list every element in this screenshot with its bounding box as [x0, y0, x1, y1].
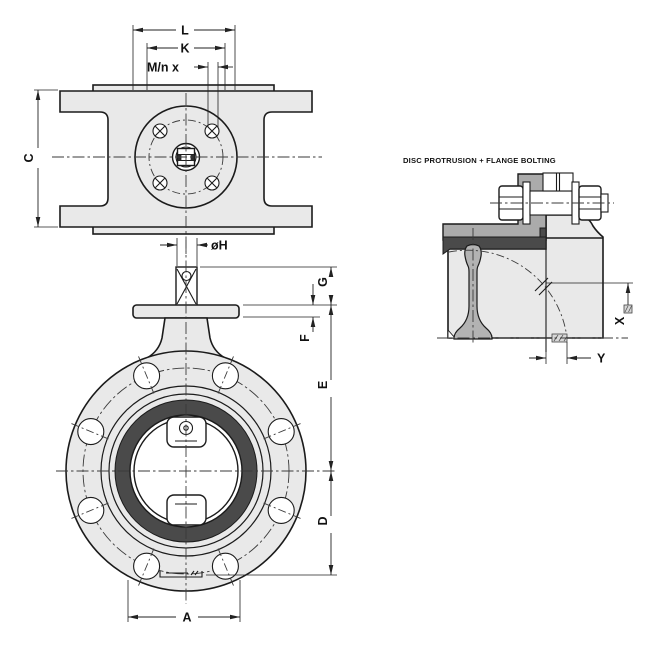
bolt-hole-radial-marks [71, 356, 301, 586]
stud-end-cap [542, 172, 574, 192]
seat-bottom-detail [159, 570, 203, 578]
dim-label-G: G [316, 277, 330, 287]
dim-label-K: K [180, 42, 189, 56]
flange-bolt-assembly [490, 172, 614, 225]
section-dimension-X: X [546, 282, 633, 325]
dim-label-Mnx: M/n x [147, 61, 179, 75]
dim-label-Y: Y [597, 352, 606, 366]
bore-chamfer [447, 328, 456, 339]
dim-label-oH: øH [211, 239, 228, 253]
dim-label-F: F [298, 334, 312, 342]
dim-label-A: A [182, 611, 191, 625]
x-dim-break-symbol [623, 304, 633, 314]
stem-pin [181, 270, 192, 282]
dim-label-E: E [316, 381, 330, 389]
pad-hole-cross-marks [155, 126, 217, 188]
drive-slot-right [190, 154, 195, 161]
drive-slot-left [177, 154, 182, 161]
dim-label-C: C [22, 153, 36, 162]
dim-label-X: X [613, 316, 627, 325]
arc-break-marks [534, 277, 553, 296]
stud-slit [555, 173, 561, 191]
dim-label-D: D [316, 516, 330, 525]
front-view [56, 240, 337, 604]
section-view: DISC PROTRUSION + FLANGE BOLTING [403, 156, 633, 366]
section-dimension-Y: Y [529, 342, 606, 366]
disc-bottom-hub [166, 494, 207, 526]
top-view-dimensions: L K M/n x C øH [22, 24, 236, 266]
section-title: DISC PROTRUSION + FLANGE BOLTING [403, 156, 556, 165]
disc-swing-arc [448, 249, 568, 339]
stem-cross-mark [176, 268, 197, 305]
top-view [52, 84, 322, 256]
front-view-dimensions: G F E D A [127, 266, 337, 625]
dim-label-L: L [181, 24, 189, 38]
